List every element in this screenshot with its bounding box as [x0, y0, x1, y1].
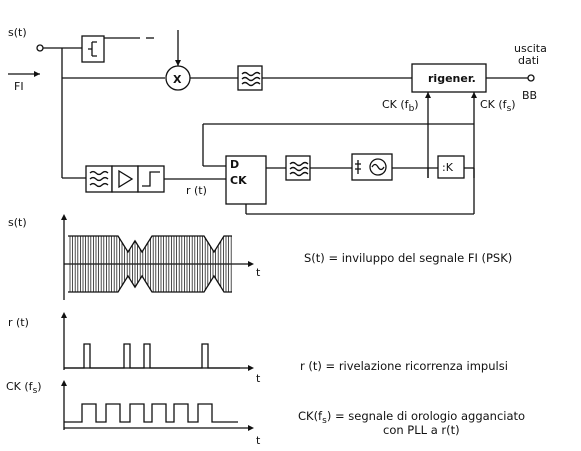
divider-label: :K [442, 161, 454, 174]
timing-r: r (t) t r (t) = rivelazione ricorrenza i… [8, 312, 508, 385]
regenerator-block [411, 63, 487, 93]
input-terminal [36, 44, 44, 52]
ck-axis-x-arrow [248, 425, 254, 431]
vco-sine [371, 163, 385, 171]
r-pulse-train [64, 343, 240, 369]
s-axis-y-arrow [61, 214, 67, 220]
input-freq-label: FI [14, 80, 24, 93]
ck-t-label: t [256, 434, 261, 447]
ck-fb-arrow [425, 92, 431, 98]
limiter-symbol [88, 41, 97, 57]
multiplier-ref-arrow [175, 60, 181, 66]
s-axis-label: s(t) [8, 216, 27, 229]
legend-ck: CK(fs) = segnale di orologio agganciato [298, 409, 525, 426]
ck-square-wave [64, 403, 238, 423]
amplifier-block [111, 165, 139, 193]
limiter-block [81, 35, 105, 63]
output-band-label: BB [522, 89, 537, 102]
timing-s: s(t) t S(t) = inviluppo del segnale FI (… [8, 214, 512, 300]
legend-ck-line2: con PLL a r(t) [383, 423, 460, 437]
s-t-label: t [256, 266, 261, 279]
ck-axis-y-arrow [61, 380, 67, 386]
ck-fs-arrow [471, 92, 477, 98]
r-axis-label: r (t) [8, 316, 29, 329]
amplifier-symbol [118, 169, 134, 189]
bandpass-filter [85, 165, 113, 193]
lowpass-symbol-top [241, 71, 261, 87]
s-carrier-waveform [69, 236, 232, 292]
s-envelope-top [68, 235, 232, 254]
flip-flop-block [225, 155, 267, 205]
comparator-symbol [142, 171, 160, 187]
ff-d-label: D [230, 158, 239, 171]
legend-s: S(t) = inviluppo del segnale FI (PSK) [304, 251, 512, 265]
r-axis-x-arrow [248, 365, 254, 371]
timing-ck: CK (fs) t CK(fs) = segnale di orologio a… [6, 380, 525, 447]
s-envelope-bottom [68, 274, 232, 293]
input-signal-label: s(t) [8, 26, 27, 39]
block-diagram: s(t) FI X rigener. uscita dati BB [8, 26, 547, 215]
output-title-2: dati [518, 54, 539, 67]
loop-filter-symbol [289, 161, 309, 177]
divider-block [437, 155, 465, 179]
input-arrow-head [34, 71, 40, 77]
multiplier-symbol: X [173, 73, 182, 86]
bandpass-symbol [89, 170, 109, 188]
s-axis-x-arrow [248, 261, 254, 267]
regenerator-label: rigener. [428, 72, 476, 85]
vco-varactor [355, 160, 361, 174]
ck-fb-label: CK (fb) [382, 98, 419, 114]
ck-fs-label: CK (fs) [480, 98, 516, 114]
ff-ck-label: CK [230, 174, 247, 187]
rt-label: r (t) [186, 184, 207, 197]
comparator-block [137, 165, 165, 193]
legend-r: r (t) = rivelazione ricorrenza impulsi [300, 359, 508, 373]
ck-axis-label: CK (fs) [6, 380, 42, 396]
output-terminal [527, 74, 535, 82]
r-axis-y-arrow [61, 312, 67, 318]
r-t-label: t [256, 372, 261, 385]
output-title-1: uscita [514, 42, 547, 55]
